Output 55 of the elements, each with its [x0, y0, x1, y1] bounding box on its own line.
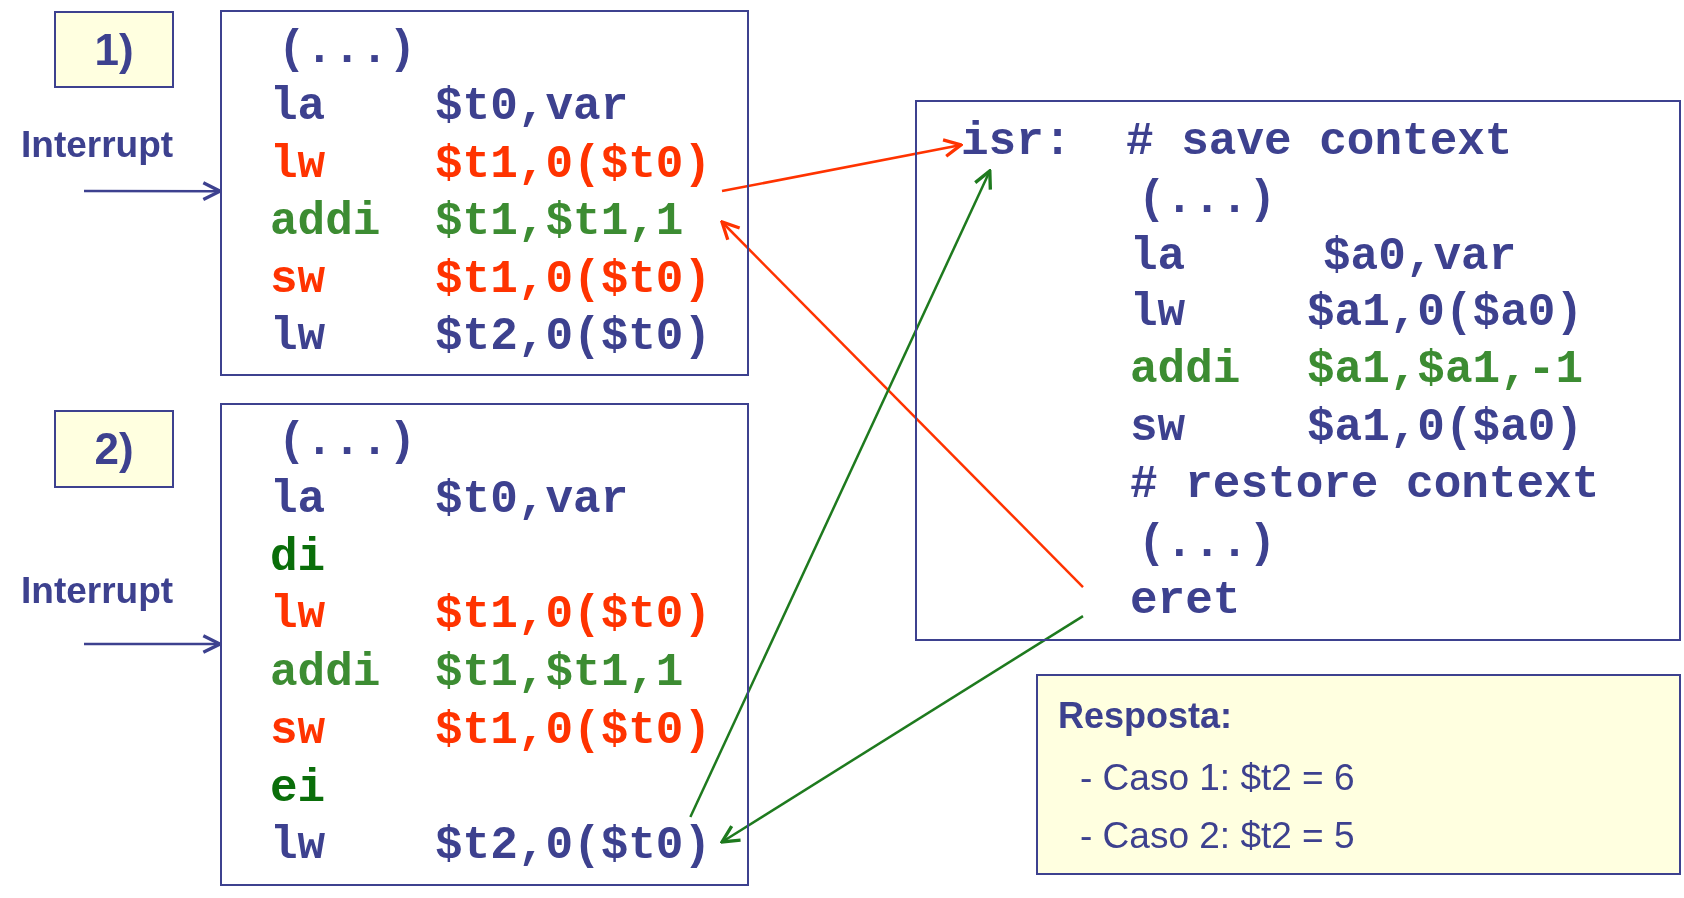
code-frame — [220, 403, 749, 886]
code-mnemonic: sw — [270, 254, 327, 306]
code-frame — [220, 10, 749, 376]
code-text: di — [270, 532, 326, 584]
code-operand: $t1,0($t0) — [435, 589, 712, 641]
code-mnemonic: sw — [1130, 402, 1187, 454]
code-mnemonic: lw — [270, 820, 327, 872]
code-operand: $t2,0($t0) — [435, 311, 712, 363]
code-text: eret — [1130, 575, 1241, 627]
interrupt-label: Interrupt — [21, 570, 174, 611]
code-operand: $a1,0($a0) — [1306, 402, 1583, 454]
arrow — [84, 634, 222, 654]
code-text: (...) — [1138, 518, 1277, 570]
arrow — [721, 138, 963, 193]
code-operand: $t2,0($t0) — [435, 820, 712, 872]
code-operand: # save context — [1126, 116, 1513, 168]
code-mnemonic: addi — [1130, 344, 1242, 396]
code-mnemonic: la — [1130, 231, 1187, 283]
code-mnemonic: lw — [270, 589, 327, 641]
code-frame — [915, 100, 1681, 641]
code-operand: $t0,var — [435, 81, 629, 133]
code-mnemonic: lw — [270, 139, 327, 191]
code-operand: $a1,0($a0) — [1306, 287, 1583, 339]
code-operand: $a0,var — [1323, 231, 1517, 283]
code-operand: $a1,$a1,-1 — [1306, 344, 1583, 396]
case-number: 1) — [54, 11, 174, 88]
case-number: 2) — [54, 410, 174, 488]
code-operand: $t1,$t1,1 — [435, 647, 684, 699]
answer-panel — [1036, 674, 1681, 875]
code-operand: $t1,0($t0) — [435, 705, 712, 757]
code-operand: $t1,0($t0) — [435, 254, 712, 306]
arrow — [720, 615, 1084, 844]
code-text: (...) — [278, 24, 417, 76]
code-operand: $t1,0($t0) — [435, 139, 712, 191]
code-text: (...) — [278, 416, 417, 468]
code-mnemonic: la — [270, 81, 327, 133]
code-mnemonic: addi — [270, 196, 382, 248]
arrow — [84, 181, 222, 202]
code-text: ei — [270, 763, 326, 815]
code-mnemonic: la — [270, 474, 327, 526]
code-mnemonic: sw — [270, 705, 327, 757]
answer-heading: Resposta: — [1058, 694, 1233, 738]
code-text: # restore context — [1130, 459, 1600, 511]
code-operand: $t0,var — [435, 474, 629, 526]
arrow — [720, 220, 1084, 588]
code-mnemonic: lw — [1130, 287, 1187, 339]
code-text: (...) — [1138, 174, 1277, 226]
code-mnemonic: lw — [270, 311, 327, 363]
arrow — [689, 169, 992, 818]
answer-line: - Caso 1: $t2 = 6 — [1080, 756, 1355, 800]
code-mnemonic: isr: — [961, 116, 1073, 168]
answer-line: - Caso 2: $t2 = 5 — [1080, 814, 1355, 858]
code-operand: $t1,$t1,1 — [435, 196, 684, 248]
code-mnemonic: addi — [270, 647, 382, 699]
interrupt-label: Interrupt — [21, 124, 174, 165]
